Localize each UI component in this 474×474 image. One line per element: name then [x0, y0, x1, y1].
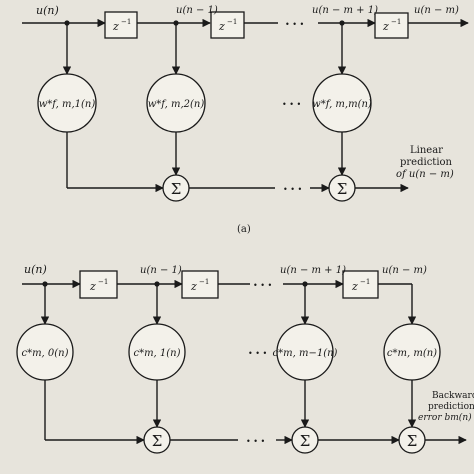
svg-text:c*m, 0(n): c*m, 0(n)	[21, 348, 68, 359]
diagram-a: u(n) z −1 z −1 z −1 • • • u(n − 1) u(n −…	[22, 4, 469, 235]
tap-label: u(n − 1)	[176, 5, 218, 16]
tap-label: u(n − m + 1)	[280, 265, 346, 276]
svg-text:Σ: Σ	[300, 432, 311, 450]
ellipsis: • • •	[246, 437, 265, 446]
svg-text:Σ: Σ	[407, 432, 418, 450]
svg-text:z: z	[190, 280, 197, 293]
svg-text:Σ: Σ	[152, 432, 163, 450]
ellipsis: • • •	[253, 281, 272, 290]
sum-node: Σ	[291, 426, 319, 454]
sum-node: Σ	[162, 174, 190, 202]
tap-label: u(n − m)	[414, 5, 459, 16]
tap-label: u(n − m)	[382, 265, 427, 276]
weight-node: c*m, m(n)	[383, 323, 441, 381]
svg-text:Σ: Σ	[337, 180, 348, 198]
caption: (a)	[237, 224, 251, 235]
weight-node: c*m, m−1(n)	[273, 323, 338, 381]
delay-block: z −1	[181, 270, 219, 299]
delay-block: z −1	[374, 12, 409, 39]
svg-text:Σ: Σ	[171, 180, 182, 198]
svg-text:c*m, 1(n): c*m, 1(n)	[133, 348, 180, 359]
weight-node: w*f, m,m(n)	[312, 73, 372, 133]
weight-node: w*f, m,1(n)	[37, 73, 97, 133]
ellipsis: • • •	[248, 349, 267, 358]
svg-text:z: z	[351, 280, 358, 293]
svg-text:−1: −1	[360, 278, 370, 286]
input-label: u(n)	[24, 263, 47, 276]
sum-node: Σ	[328, 174, 356, 202]
svg-text:−1: −1	[391, 18, 401, 26]
svg-text:z: z	[218, 20, 225, 33]
weight-node: w*f, m,2(n)	[146, 73, 206, 133]
svg-text:c*m, m(n): c*m, m(n)	[387, 348, 437, 359]
svg-text:−1: −1	[199, 278, 209, 286]
svg-text:−1: −1	[98, 278, 108, 286]
svg-text:−1: −1	[227, 18, 237, 26]
tap-label: u(n − m + 1)	[312, 5, 378, 16]
ellipsis: • • •	[282, 100, 301, 109]
weight-node: c*m, 0(n)	[16, 323, 74, 381]
input-label: u(n)	[36, 4, 59, 17]
output-label: Linear prediction of u(n − m)	[396, 145, 455, 180]
delay-block: z −1	[210, 11, 245, 39]
svg-text:−1: −1	[121, 18, 131, 26]
tap-label: u(n − 1)	[140, 265, 182, 276]
svg-text:w*f, m,m(n): w*f, m,m(n)	[312, 99, 372, 110]
diagram-b: u(n) z −1 z −1 z −1 • • • u(n − 1) u(n −…	[16, 263, 474, 454]
delay-block: z −1	[104, 11, 138, 39]
sum-node: Σ	[143, 426, 171, 454]
ellipsis: • • •	[283, 185, 302, 194]
svg-text:w*f, m,1(n): w*f, m,1(n)	[39, 99, 96, 110]
svg-text:z: z	[112, 20, 119, 33]
sum-node: Σ	[398, 426, 426, 454]
delay-block: z −1	[342, 270, 379, 299]
delay-block: z −1	[79, 270, 118, 299]
weight-node: c*m, 1(n)	[128, 323, 186, 381]
ellipsis: • • •	[285, 20, 304, 29]
svg-text:z: z	[89, 280, 96, 293]
svg-text:z: z	[382, 20, 389, 33]
svg-text:w*f, m,2(n): w*f, m,2(n)	[148, 99, 205, 110]
output-label: Backward prediction error bm(n)	[418, 391, 474, 423]
svg-text:c*m, m−1(n): c*m, m−1(n)	[273, 348, 338, 359]
